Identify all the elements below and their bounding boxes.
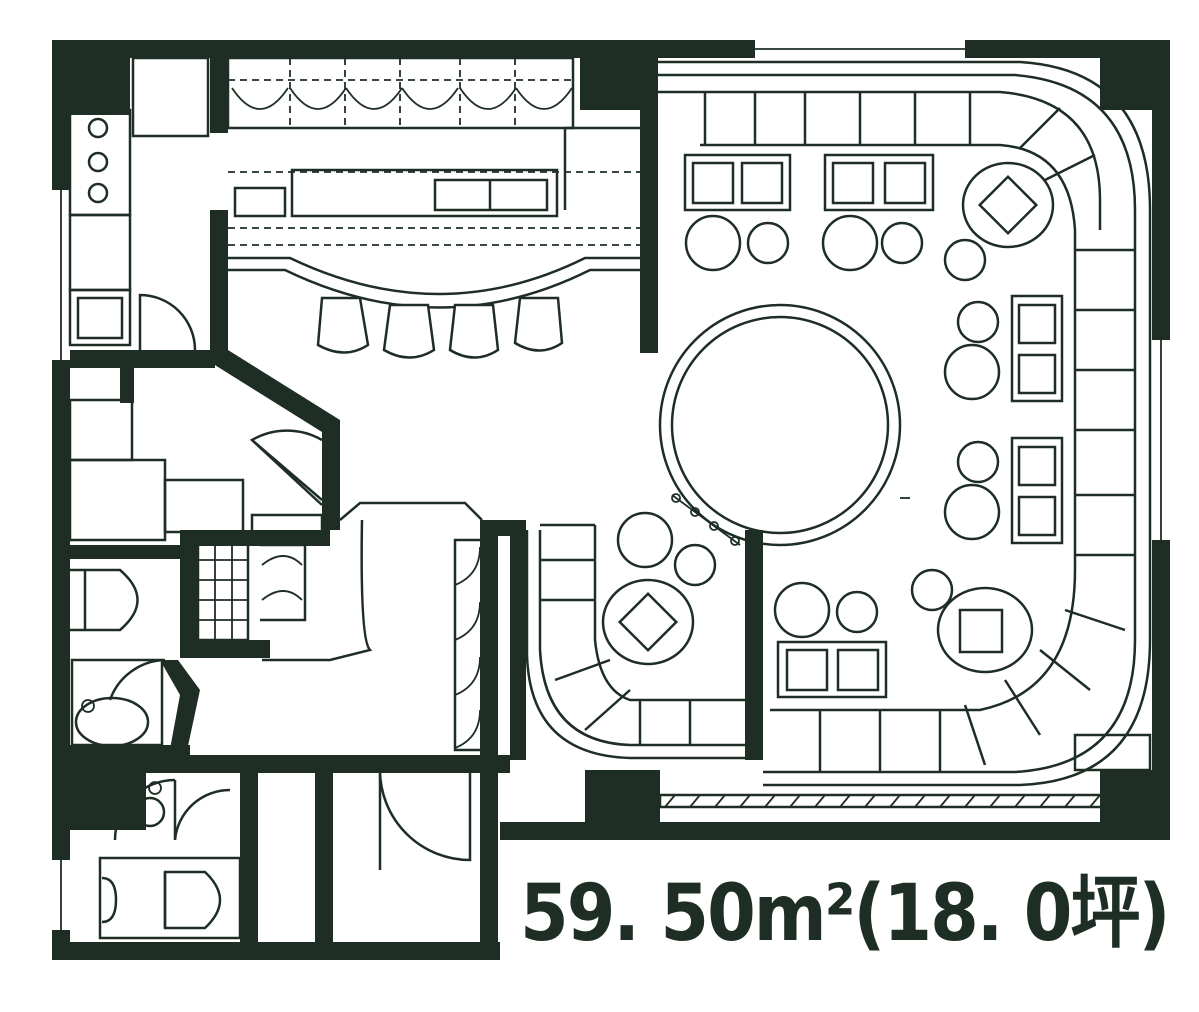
round-table — [601, 578, 695, 666]
lounge-banquette — [658, 60, 1152, 787]
chair — [910, 568, 954, 612]
chair — [956, 300, 1000, 344]
urinal — [101, 876, 118, 924]
chair — [616, 511, 674, 569]
chair — [943, 238, 987, 282]
table — [1010, 436, 1064, 545]
round-platform — [658, 303, 902, 547]
toilet — [70, 568, 139, 632]
interior-walls — [70, 58, 763, 960]
vestibule — [196, 501, 485, 752]
chair — [943, 343, 1001, 401]
restrooms — [70, 568, 242, 940]
outer-walls — [52, 40, 1170, 960]
area-label: 59. 50m²(18. 0坪) — [520, 867, 1170, 959]
chair — [835, 590, 879, 634]
kitchen — [68, 56, 324, 542]
chair — [956, 440, 1000, 484]
chair — [746, 221, 790, 265]
bar-stool — [513, 296, 564, 352]
sink — [134, 796, 166, 828]
toilet — [163, 870, 222, 930]
lounge-furniture — [601, 153, 1064, 699]
chair — [880, 221, 924, 265]
chair — [684, 214, 742, 272]
chair — [773, 581, 831, 639]
stove-burner — [87, 117, 109, 139]
bar-stool — [448, 303, 500, 359]
bar-stool — [316, 296, 370, 354]
table — [776, 640, 888, 699]
bar-counter — [226, 56, 640, 309]
round-table — [961, 161, 1055, 249]
chair — [943, 483, 1001, 541]
chair — [673, 543, 717, 587]
stove-burner — [87, 182, 109, 204]
chair — [821, 214, 879, 272]
bar-stool — [382, 303, 436, 359]
window-hatched — [658, 793, 1107, 809]
stove-burner — [87, 151, 109, 173]
round-table — [936, 586, 1034, 674]
sink — [74, 696, 150, 748]
table — [1010, 294, 1064, 403]
table — [823, 153, 935, 212]
table — [683, 153, 792, 212]
lounge-banquette-lower — [525, 523, 745, 760]
bar-stools — [316, 296, 564, 359]
